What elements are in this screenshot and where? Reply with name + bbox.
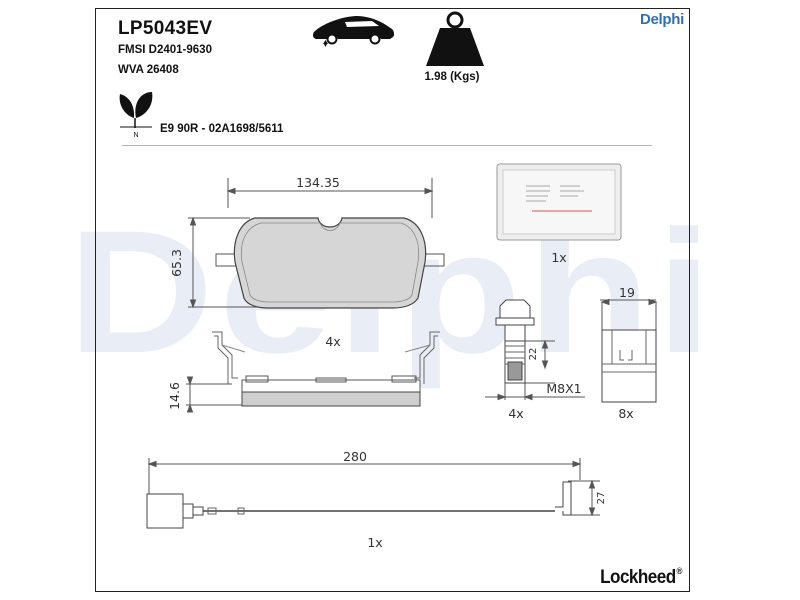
wear-sensor xyxy=(146,458,600,529)
spring-quantity: 4x xyxy=(325,334,340,349)
fmsi-code: FMSI D2401-9630 xyxy=(118,44,212,56)
spring-clip xyxy=(212,331,440,384)
car-icon xyxy=(312,16,395,47)
ece-approval: E9 90R - 02A1698/5611 xyxy=(160,123,284,135)
wva-code: WVA 26408 xyxy=(118,64,179,76)
sensor-height-label: 27 xyxy=(596,492,607,505)
header-divider xyxy=(122,145,652,146)
leaf-icon: N xyxy=(119,92,153,139)
bolt xyxy=(485,299,585,401)
grease-quantity: 1x xyxy=(551,250,566,265)
weight-icon xyxy=(426,11,484,66)
pad-height-label: 65.3 xyxy=(169,249,184,277)
thickness-label: 14.6 xyxy=(167,382,182,410)
retaining-clip xyxy=(600,298,658,403)
manufacturer-logo: Lockheed® xyxy=(572,566,682,589)
drawing-frame xyxy=(95,8,690,592)
bolt-quantity: 4x xyxy=(508,406,523,421)
clip-quantity: 8x xyxy=(618,406,633,421)
sensor-quantity: 1x xyxy=(367,535,382,550)
eco-mark: N xyxy=(133,132,138,139)
brake-pad-front-view xyxy=(188,178,445,309)
part-number: LP5043EV xyxy=(118,18,213,39)
manufacturer-name: Lockheed xyxy=(600,567,676,588)
bolt-thread-label: M8X1 xyxy=(546,381,581,396)
weight-label: 1.98 (Kgs) xyxy=(424,71,480,83)
brake-pad-side-view xyxy=(186,375,421,413)
sensor-length-label: 280 xyxy=(343,449,367,464)
registered-mark: ® xyxy=(676,566,683,576)
clip-width-label: 19 xyxy=(619,285,635,300)
bolt-length-label: 22 xyxy=(528,348,539,361)
brand-logo: Delphi xyxy=(639,11,684,28)
grease-sachet xyxy=(496,163,622,241)
pad-width-label: 134.35 xyxy=(296,175,340,190)
